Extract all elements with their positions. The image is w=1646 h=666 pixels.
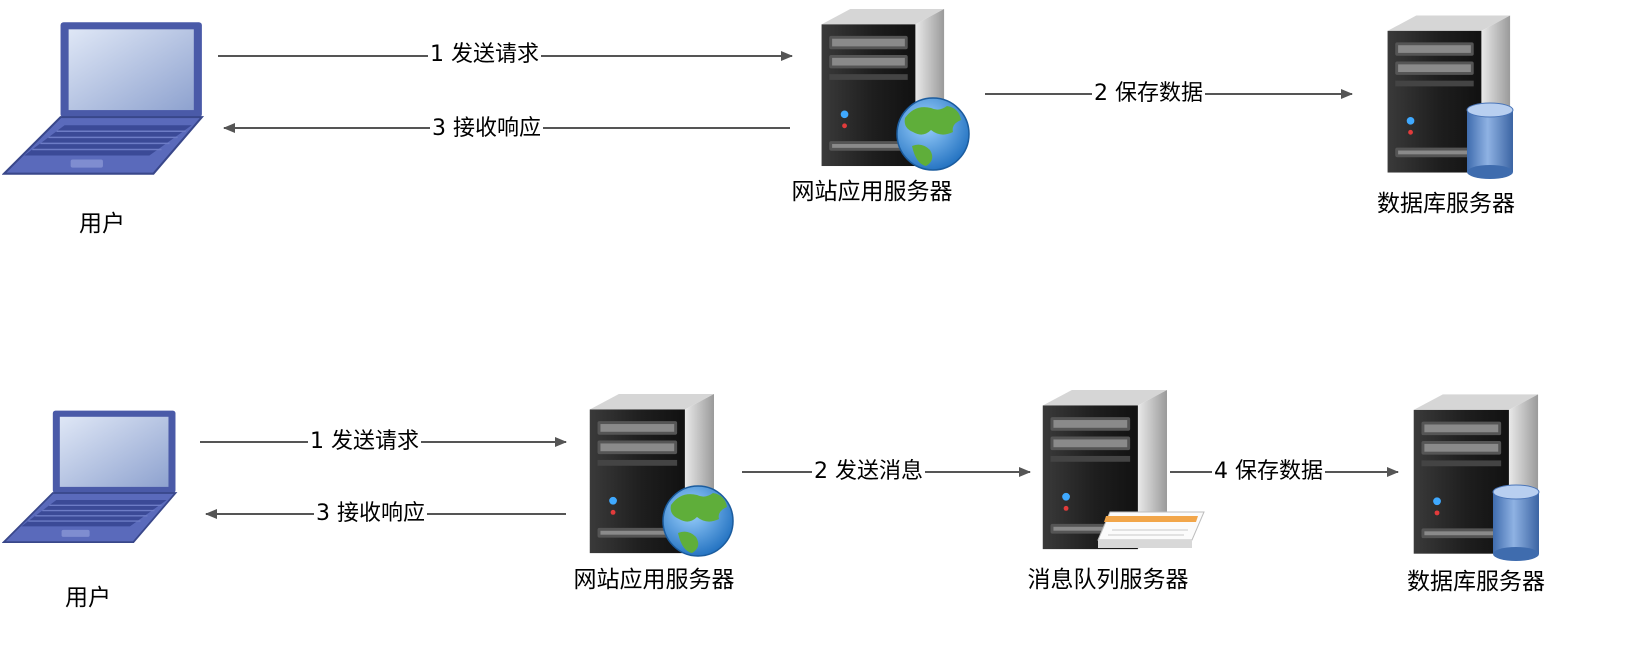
- database-cylinder-icon: [1466, 102, 1514, 179]
- edge-label-send-request: 1 发送请求: [308, 429, 421, 455]
- message-queue-server-icon: [1042, 389, 1205, 550]
- edge-label-save-data: 2 保存数据: [1092, 81, 1205, 107]
- globe-icon: [662, 485, 734, 557]
- node-label-user: 用户: [65, 585, 111, 611]
- diagram-1: [3, 9, 1514, 179]
- database-server-icon: [1413, 394, 1540, 561]
- node-label-web-server: 网站应用服务器: [791, 179, 953, 205]
- diagram-2: [2, 389, 1540, 561]
- edge-label-receive-response: 3 接收响应: [314, 501, 427, 527]
- laptop-icon: [2, 409, 177, 543]
- edge-label-send-request: 1 发送请求: [428, 42, 541, 68]
- web-server-icon: [589, 393, 734, 557]
- database-server-icon: [1387, 15, 1514, 179]
- documents-icon: [1097, 511, 1205, 548]
- node-label-user: 用户: [79, 211, 125, 237]
- database-cylinder-icon: [1492, 484, 1540, 561]
- node-label-db-server: 数据库服务器: [1377, 191, 1515, 217]
- node-label-db-server: 数据库服务器: [1407, 569, 1545, 595]
- laptop-icon: [3, 21, 203, 175]
- edge-label-save-data: 4 保存数据: [1212, 459, 1325, 485]
- edge-label-receive-response: 3 接收响应: [430, 116, 543, 142]
- globe-icon: [896, 97, 970, 171]
- node-label-web-server: 网站应用服务器: [573, 567, 735, 593]
- edge-label-send-message: 2 发送消息: [812, 459, 925, 485]
- node-label-mq-server: 消息队列服务器: [1027, 567, 1189, 593]
- web-server-icon: [821, 9, 970, 171]
